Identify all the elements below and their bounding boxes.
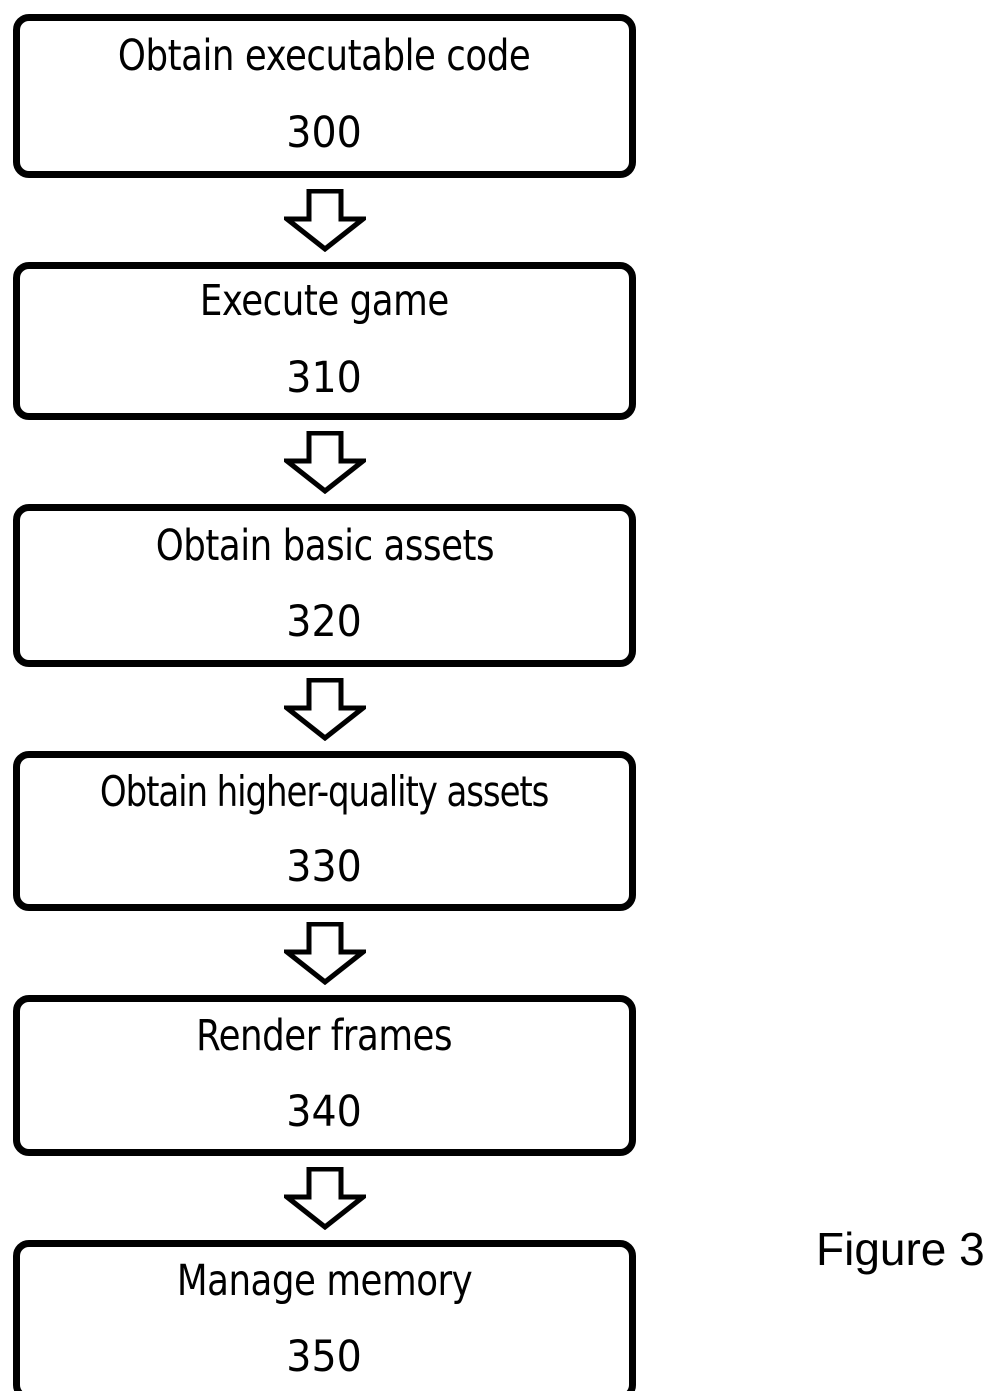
flowchart: Obtain executable code 300 Execute game … — [13, 14, 636, 1391]
connector-320-330 — [13, 667, 636, 751]
connector-300-310 — [13, 178, 636, 262]
flow-node-reference: 310 — [286, 352, 363, 403]
flow-node-340[interactable]: Render frames 340 — [13, 995, 636, 1156]
down-block-arrow-icon — [279, 677, 371, 746]
connector-330-340 — [13, 911, 636, 995]
flow-node-330[interactable]: Obtain higher-quality assets 330 — [13, 751, 636, 911]
connector-310-320 — [13, 420, 636, 504]
flow-node-label: Manage memory — [176, 1255, 473, 1306]
down-block-arrow-icon — [279, 1166, 371, 1235]
figure-caption: Figure 3 — [816, 1223, 985, 1275]
flow-node-reference: 300 — [286, 107, 363, 158]
flow-node-reference: 320 — [286, 597, 363, 648]
down-block-arrow-icon — [279, 430, 371, 499]
flow-node-label: Render frames — [196, 1010, 453, 1061]
flow-node-reference: 350 — [286, 1332, 363, 1383]
flow-node-reference: 340 — [286, 1087, 363, 1138]
flow-node-320[interactable]: Obtain basic assets 320 — [13, 504, 636, 667]
flow-node-350[interactable]: Manage memory 350 — [13, 1240, 636, 1391]
flow-node-label: Obtain higher-quality assets — [100, 766, 549, 816]
down-block-arrow-icon — [279, 188, 371, 257]
flow-node-label: Obtain basic assets — [155, 520, 494, 571]
flow-node-300[interactable]: Obtain executable code 300 — [13, 14, 636, 178]
flow-node-label: Obtain executable code — [118, 31, 531, 82]
down-block-arrow-icon — [279, 921, 371, 990]
flow-node-label: Execute game — [200, 276, 449, 327]
flow-node-reference: 330 — [286, 842, 363, 893]
connector-340-350 — [13, 1156, 636, 1240]
flow-node-310[interactable]: Execute game 310 — [13, 262, 636, 420]
